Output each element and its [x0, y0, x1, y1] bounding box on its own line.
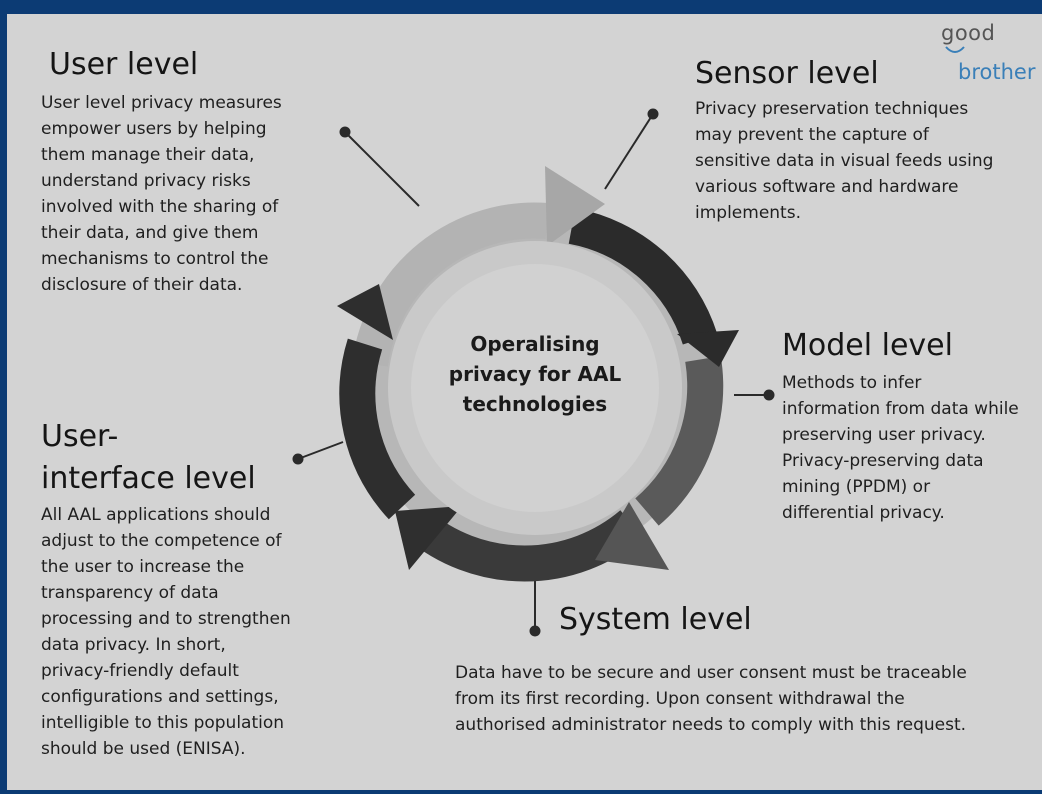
arc-left [339, 338, 416, 520]
connector-dot-model [763, 389, 775, 401]
ui-level-title: User- interface level [41, 419, 256, 496]
center-line: technologies [462, 392, 608, 416]
connector-dot-user [339, 126, 351, 138]
sensor-level-text: Privacy preservation techniques may prev… [695, 99, 994, 223]
connector-sensor [604, 113, 654, 190]
arrowhead-left [337, 284, 393, 340]
connector-dot-system [529, 625, 541, 637]
center-line: privacy for AAL [448, 362, 622, 386]
arc-right [634, 356, 724, 526]
system-level-title: System level [559, 602, 752, 637]
infographic: good brother Operalising privacy for AAL… [7, 14, 1042, 790]
center-line: Operalising [470, 332, 600, 356]
ui-level-text: All AAL applications should adjust to th… [41, 505, 291, 759]
sensor-level-title: Sensor level [695, 56, 879, 91]
center-circle [411, 264, 659, 512]
arrowhead-bottom-left [395, 506, 462, 570]
model-level-title: Model level [782, 328, 953, 363]
arrowhead-right [677, 330, 739, 367]
logo-brother: brother [958, 60, 1036, 84]
logo-smile-icon [945, 46, 965, 53]
user-level-text: User level privacy measures empower user… [41, 93, 282, 295]
logo-good: good [941, 21, 996, 45]
center-title: Operalising privacy for AAL technologies [435, 329, 635, 419]
arrowhead-top [545, 166, 605, 246]
system-level-text: Data have to be secure and user consent … [455, 663, 967, 735]
connector-dot-ui [292, 453, 304, 465]
connector-dot-sensor [647, 108, 659, 120]
cycle-diagram [292, 108, 775, 637]
connector-user [344, 131, 420, 207]
model-level-text: Methods to infer information from data w… [782, 373, 1019, 523]
user-level-title: User level [49, 47, 199, 82]
arrowhead-bottom-right [595, 502, 669, 570]
connector-ui [297, 441, 344, 460]
arc-upper-right [568, 208, 718, 345]
